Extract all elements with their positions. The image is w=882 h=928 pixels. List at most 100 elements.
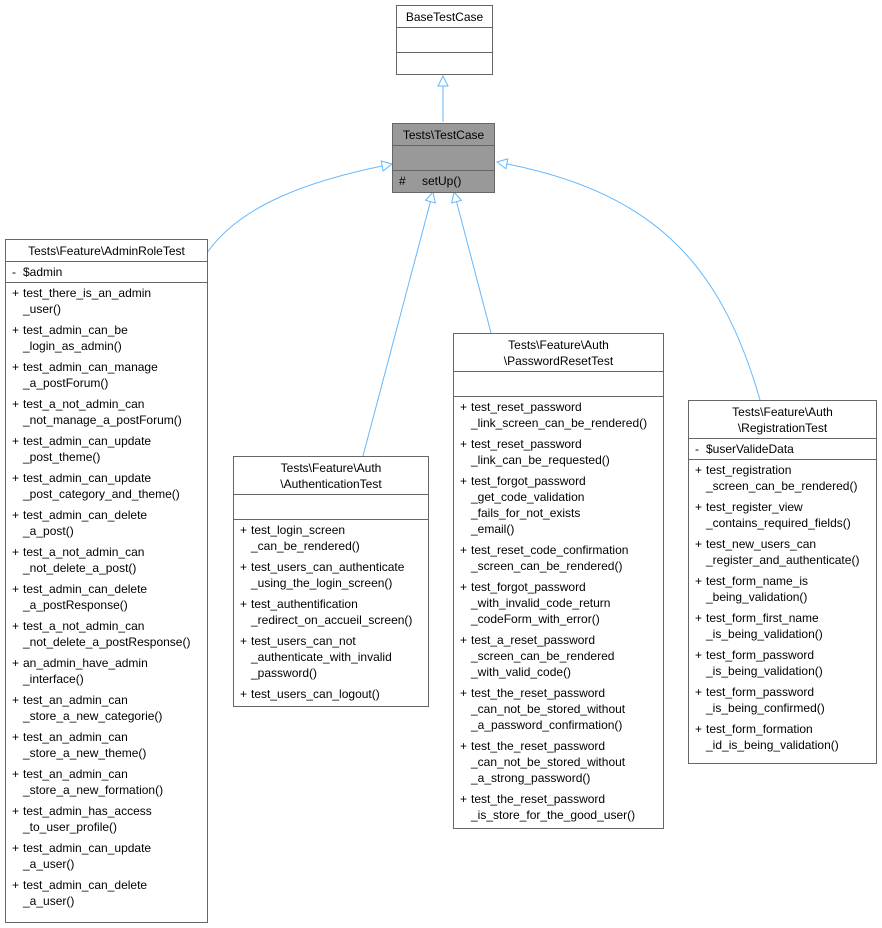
member-name: test_the_reset_password _can_not_be_stor… [471,739,626,785]
class-member: +test_admin_can_update _post_theme() [12,433,207,465]
member-visibility: + [12,545,20,559]
class-member: +test_an_admin_can _store_a_new_theme() [12,729,207,761]
member-name: test_form_name_is _being_validation() [706,574,809,604]
edge-registration-to-testcase [497,162,761,401]
class-member: +test_form_password _is_being_validation… [695,647,876,679]
class-member: +test_users_can_authenticate _using_the_… [240,559,428,591]
class-title: Tests\Feature\Auth \PasswordResetTest [503,338,614,368]
member-visibility: + [695,722,703,736]
member-name: test_admin_can_delete _a_post() [23,508,148,538]
member-visibility: + [460,633,468,647]
class-member: +test_a_reset_password _screen_can_be_re… [460,632,663,680]
class-registration-test[interactable]: Tests\Feature\Auth \RegistrationTest -$u… [688,400,877,764]
member-visibility: + [12,878,20,892]
member-visibility: + [12,693,20,707]
member-name: test_forgot_password _with_invalid_code_… [471,580,611,626]
member-visibility: + [460,400,468,414]
member-visibility: + [12,508,20,522]
member-visibility: + [695,500,703,514]
class-title: Tests\TestCase [402,128,485,142]
member-name: test_admin_can_update _post_theme() [23,434,152,464]
class-member: +test_forgot_password _with_invalid_code… [460,579,663,627]
class-member: +test_reset_code_confirmation _screen_ca… [460,542,663,574]
edge-pwreset-to-testcase [454,192,492,334]
class-member: +test_admin_can_delete _a_postResponse() [12,581,207,613]
member-name: test_an_admin_can _store_a_new_theme() [23,730,147,760]
member-name: test_the_reset_password _is_store_for_th… [471,792,636,822]
member-visibility: + [12,323,20,337]
member-name: test_users_can_authenticate _using_the_l… [251,560,405,590]
methods-section [397,52,492,77]
class-member: +test_form_formation _id_is_being_valida… [695,721,876,753]
methods-section: +test_registration _screen_can_be_render… [689,459,876,755]
class-admin-role-test[interactable]: Tests\Feature\AdminRoleTest -$admin +tes… [5,239,208,923]
member-visibility: + [12,841,20,855]
class-member: +test_admin_can_update _post_category_an… [12,470,207,502]
class-member: +test_the_reset_password _can_not_be_sto… [460,738,663,786]
class-member: +test_authentification _redirect_on_accu… [240,596,428,628]
class-member: +test_an_admin_can _store_a_new_formatio… [12,766,207,798]
class-member: -$admin [12,264,207,280]
member-name: test_new_users_can _register_and_authent… [706,537,860,567]
edge-adminrole-to-testcase [206,164,392,254]
member-visibility: + [240,597,248,611]
member-name: test_admin_can_update _a_user() [23,841,152,871]
member-visibility: + [695,611,703,625]
member-name: test_admin_can_delete _a_postResponse() [23,582,148,612]
class-member: -$userValideData [695,441,876,457]
class-member: +test_there_is_an_admin _user() [12,285,207,317]
class-member: +test_admin_can_delete _a_user() [12,877,207,909]
member-name: test_admin_has_access _to_user_profile() [23,804,152,834]
class-password-reset-test[interactable]: Tests\Feature\Auth \PasswordResetTest +t… [453,333,664,829]
member-name: test_form_password _is_being_confirmed() [706,685,825,715]
class-title: BaseTestCase [405,10,484,24]
class-member: +an_admin_have_admin _interface() [12,655,207,687]
member-name: test_a_not_admin_can _not_delete_a_postR… [23,619,191,649]
class-authentication-test[interactable]: Tests\Feature\Auth \AuthenticationTest +… [233,456,429,707]
member-visibility: + [695,537,703,551]
class-member: +test_register_view _contains_required_f… [695,499,876,531]
class-member: +test_the_reset_password _can_not_be_sto… [460,685,663,733]
member-visibility: + [240,687,248,701]
member-visibility: + [240,560,248,574]
member-name: test_the_reset_password _can_not_be_stor… [471,686,626,732]
member-name: setUp() [422,174,462,188]
member-name: test_there_is_an_admin _user() [23,286,152,316]
class-base-test-case[interactable]: BaseTestCase [396,5,493,75]
attributes-section [393,145,494,170]
member-visibility: + [12,767,20,781]
member-name: test_form_first_name _is_being_validatio… [706,611,823,641]
member-visibility: + [12,471,20,485]
member-visibility: + [460,739,468,753]
member-name: $admin [23,265,63,279]
member-visibility: + [12,582,20,596]
member-visibility: + [695,574,703,588]
member-name: test_registration _screen_can_be_rendere… [706,463,858,493]
attributes-section [397,27,492,52]
member-name: test_users_can_not _authenticate_with_in… [251,634,392,680]
member-name: test_a_not_admin_can _not_delete_a_post(… [23,545,145,575]
member-name: test_reset_password _link_can_be_request… [471,437,610,467]
member-visibility: + [695,685,703,699]
attributes-section [234,494,428,519]
member-visibility: - [695,442,699,456]
member-visibility: - [12,265,16,279]
class-member: +test_admin_can_manage _a_postForum() [12,359,207,391]
member-visibility: + [12,397,20,411]
member-name: test_reset_password _link_screen_can_be_… [471,400,648,430]
member-name: test_authentification _redirect_on_accue… [251,597,413,627]
member-name: test_form_password _is_being_validation(… [706,648,823,678]
class-member: +test_forgot_password _get_code_validati… [460,473,663,537]
class-tests-testcase[interactable]: Tests\TestCase #setUp() [392,123,495,193]
class-member: +test_form_first_name _is_being_validati… [695,610,876,642]
member-name: an_admin_have_admin _interface() [23,656,148,686]
methods-section: +test_reset_password _link_screen_can_be… [454,396,663,825]
class-member: #setUp() [399,173,494,189]
member-name: test_reset_code_confirmation _screen_can… [471,543,629,573]
attributes-section: -$admin [6,261,207,282]
member-visibility: + [460,580,468,594]
member-visibility: + [695,463,703,477]
class-member: +test_new_users_can _register_and_authen… [695,536,876,568]
class-member: +test_a_not_admin_can _not_manage_a_post… [12,396,207,428]
